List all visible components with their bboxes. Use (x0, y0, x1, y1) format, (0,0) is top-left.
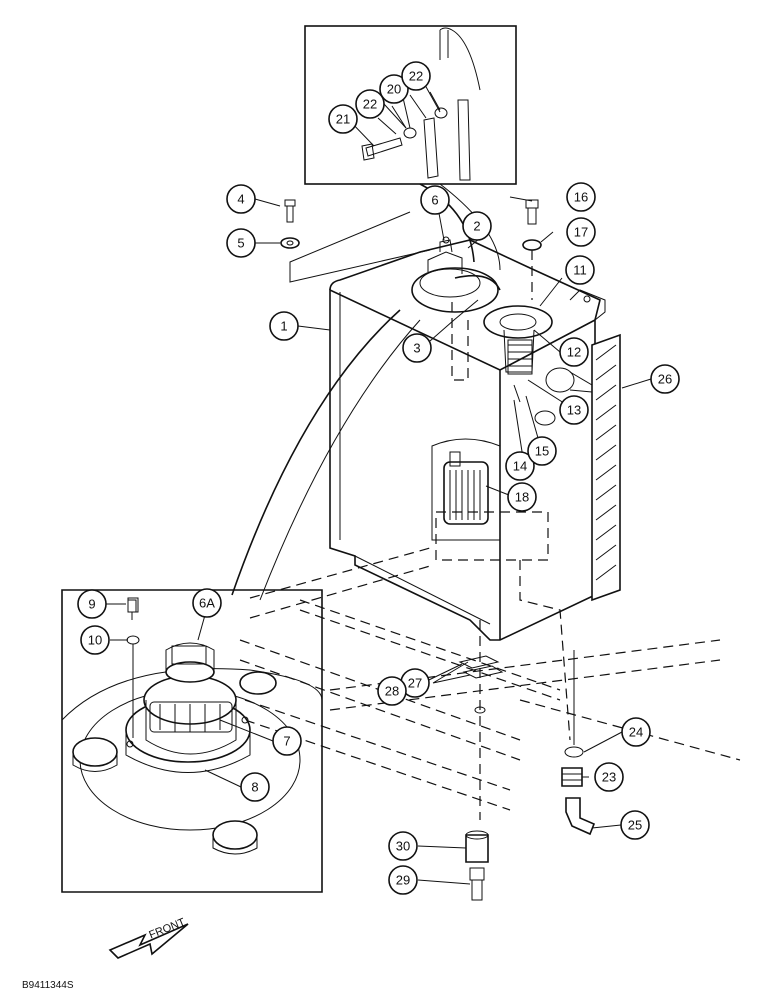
callout-12: 12 (559, 337, 589, 367)
detail-leader-6a (231, 309, 401, 596)
callout-4: 4 (226, 184, 256, 214)
svg-text:15: 15 (535, 444, 549, 459)
svg-text:23: 23 (602, 770, 616, 785)
callout-26: 26 (650, 364, 680, 394)
svg-text:22: 22 (363, 97, 377, 112)
svg-text:7: 7 (283, 734, 290, 749)
svg-text:3: 3 (413, 341, 420, 356)
svg-text:30: 30 (396, 839, 410, 854)
filler-strainer (483, 305, 593, 426)
return-filter (431, 438, 501, 541)
callout-20: 20 (379, 74, 409, 104)
svg-text:FRONT: FRONT (147, 916, 187, 941)
callout-27: 27 (400, 668, 430, 698)
hidden-pipe (451, 302, 469, 381)
callout-8: 8 (240, 772, 270, 802)
fasteners (127, 199, 596, 901)
svg-text:1: 1 (280, 319, 287, 334)
callout-3: 3 (402, 333, 432, 363)
svg-text:11: 11 (573, 263, 587, 278)
callout-1: 1 (269, 311, 299, 341)
svg-text:16: 16 (574, 190, 588, 205)
callout-15: 15 (527, 436, 557, 466)
callout-21: 21 (328, 104, 358, 134)
callout-25: 25 (620, 810, 650, 840)
callout-11: 11 (565, 255, 595, 285)
callout-10: 10 (80, 625, 110, 655)
svg-text:10: 10 (88, 633, 102, 648)
callout-18: 18 (507, 482, 537, 512)
svg-text:18: 18 (515, 490, 529, 505)
svg-text:25: 25 (628, 818, 642, 833)
svg-text:28: 28 (385, 684, 399, 699)
svg-text:8: 8 (251, 780, 258, 795)
frame-rails (239, 547, 741, 820)
svg-text:4: 4 (237, 192, 244, 207)
callout-22-left: 22 (355, 89, 385, 119)
svg-text:21: 21 (336, 112, 350, 127)
callout-9: 9 (77, 589, 107, 619)
svg-text:12: 12 (567, 345, 581, 360)
callout-17: 17 (566, 217, 596, 247)
callout-7: 7 (272, 726, 302, 756)
callout-6: 6 (420, 185, 450, 215)
detail-leader-6a-2 (259, 319, 421, 601)
svg-text:29: 29 (396, 873, 410, 888)
svg-text:2: 2 (473, 219, 480, 234)
svg-text:5: 5 (237, 236, 244, 251)
svg-text:6A: 6A (199, 596, 215, 611)
svg-text:26: 26 (658, 372, 672, 387)
svg-text:17: 17 (574, 225, 588, 240)
callout-14: 14 (505, 451, 535, 481)
callout-13: 13 (559, 395, 589, 425)
front-arrow: FRONT (108, 916, 189, 959)
bolt-leader-6 (289, 211, 431, 283)
svg-text:22: 22 (409, 69, 423, 84)
drawing-code: B9411344S (22, 980, 74, 991)
callout-16: 16 (566, 182, 596, 212)
svg-text:20: 20 (387, 82, 401, 97)
svg-text:13: 13 (567, 403, 581, 418)
svg-text:6: 6 (431, 193, 438, 208)
callout-22-right: 22 (401, 61, 431, 91)
callout-28: 28 (377, 676, 407, 706)
hidden-filter-outline (435, 511, 549, 561)
callout-2: 2 (462, 211, 492, 241)
svg-text:14: 14 (513, 459, 527, 474)
svg-text:24: 24 (629, 725, 643, 740)
svg-text:9: 9 (88, 597, 95, 612)
callout-29: 29 (388, 865, 418, 895)
svg-text:27: 27 (408, 676, 422, 691)
callout-6a: 6A (192, 588, 222, 618)
callout-30: 30 (388, 831, 418, 861)
sight-gauge (591, 333, 621, 602)
breather-detail-inset (61, 589, 323, 893)
callout-24: 24 (621, 717, 651, 747)
callout-23: 23 (594, 762, 624, 792)
dipstick-detail-inset (304, 25, 517, 185)
callout-5: 5 (226, 228, 256, 258)
